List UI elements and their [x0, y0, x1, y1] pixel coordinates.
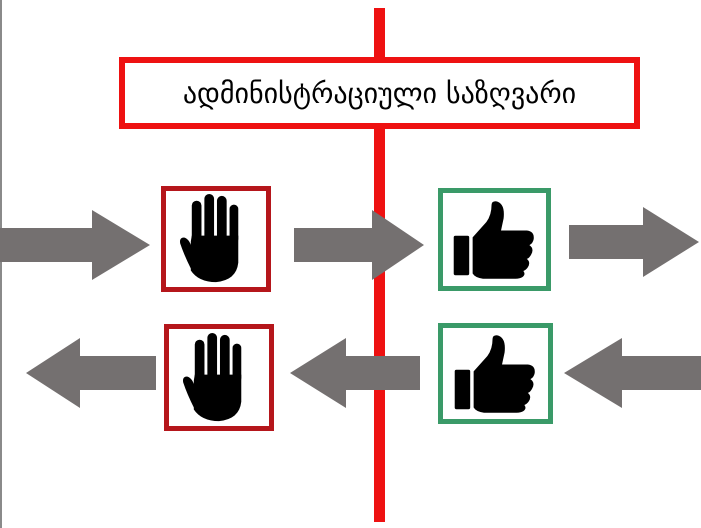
arrow-left-2 — [290, 338, 440, 408]
go-tile-bottom — [438, 323, 553, 424]
title-box: ადმინისტრაციული საზღვარი — [119, 57, 640, 129]
arrow-right-3 — [569, 207, 701, 277]
arrow-left-1 — [26, 338, 176, 408]
arrow-right-2 — [294, 210, 444, 280]
thumbs-up-icon — [453, 334, 539, 413]
left-edge-line — [0, 0, 2, 528]
arrow-left-3 — [564, 338, 701, 408]
stop-tile-bottom — [164, 324, 274, 431]
stop-tile-top — [161, 186, 271, 292]
stop-hand-icon — [180, 332, 258, 424]
title-label: ადმინისტრაციული საზღვარი — [182, 76, 577, 110]
go-tile-top — [438, 188, 551, 291]
thumbs-up-icon — [452, 200, 538, 279]
arrow-right-1 — [0, 210, 150, 280]
stop-hand-icon — [177, 193, 255, 285]
